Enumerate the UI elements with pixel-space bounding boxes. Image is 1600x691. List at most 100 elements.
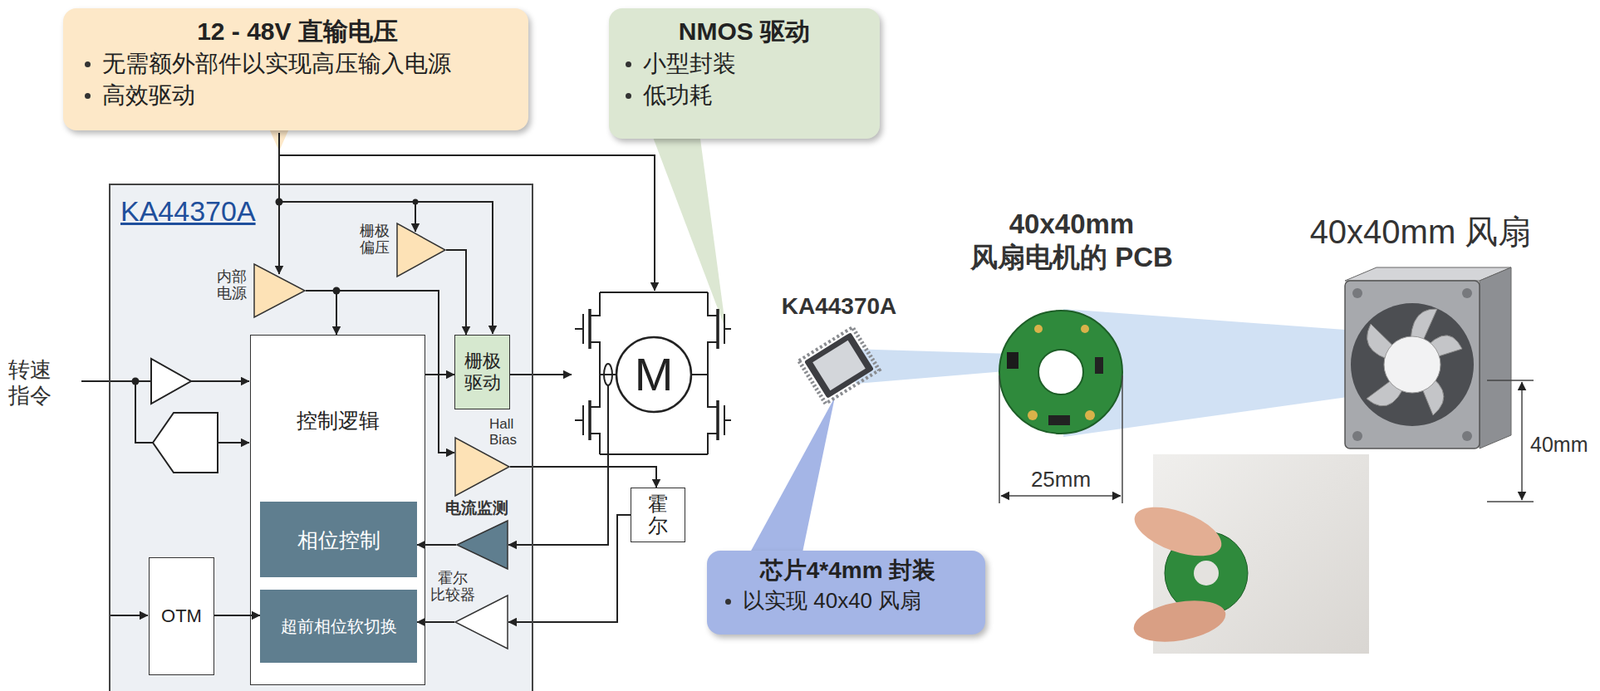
- amplifier-triangle: 栅极 偏压: [396, 222, 447, 278]
- chip-pad: [812, 340, 866, 391]
- box-label: OTM: [161, 605, 202, 628]
- logic-block: 控制逻辑相位控制超前相位软切换: [250, 334, 426, 686]
- callout-pointer: [651, 132, 727, 331]
- wire: [707, 342, 718, 408]
- amplifier-triangle: 电流监测: [456, 520, 509, 570]
- extension-line: [1121, 375, 1124, 504]
- callout-box: 12 - 48V 直输电压无需额外部件以实现高压输入电源高效驱动: [63, 8, 529, 131]
- box-label: 相位控制: [297, 527, 381, 553]
- fan-illustration: [1344, 267, 1512, 449]
- bullet-row: 以实现 40x40 风扇: [725, 587, 971, 616]
- zoom-beam: [849, 348, 1016, 384]
- label-slot: 内部 电源: [208, 268, 247, 302]
- wire: [589, 433, 600, 455]
- connector-arrow: [508, 463, 609, 545]
- bullet-row: 高效驱动: [84, 80, 511, 111]
- bullet-dot: [84, 61, 91, 68]
- input-wire: [81, 380, 152, 383]
- label-slot: 转速 指令: [8, 357, 59, 409]
- box-label: 栅极 驱动: [455, 350, 510, 395]
- callout-box: 芯片4*4mm 封装以实现 40x40 风扇: [706, 550, 986, 635]
- part-name: KA44370A: [772, 292, 906, 321]
- wire: [707, 433, 718, 455]
- sensor-box: 霍尔: [630, 487, 686, 543]
- wire: [724, 419, 732, 422]
- wire: [574, 419, 584, 422]
- pcb-part: [1048, 415, 1070, 426]
- motor-bridge: M: [571, 282, 733, 464]
- junction-dot: [275, 198, 284, 207]
- pcb-pad: [1080, 324, 1090, 334]
- fan-side: [1479, 267, 1512, 449]
- wire: [607, 385, 609, 464]
- label-slot: 25mm: [1019, 466, 1103, 493]
- bullet-row: 无需额外部件以实现高压输入电源: [84, 49, 511, 79]
- wire: [707, 292, 718, 316]
- bullet-dot: [625, 93, 632, 99]
- chip-pins: [799, 327, 880, 404]
- signal-wire: [191, 380, 250, 383]
- chip-block-fill: [108, 183, 534, 691]
- label-slot: Hall Bias: [489, 416, 528, 448]
- dimension-line: [1521, 382, 1523, 501]
- triangle-shape: [455, 595, 508, 649]
- callout-bullet: 无需额外部件以实现高压输入电源: [102, 49, 452, 79]
- signal-wire: [217, 441, 250, 444]
- junction-dot: [132, 377, 140, 386]
- triangle-outline: [396, 222, 447, 278]
- figure-caption: 40x40mm 风扇: [1279, 211, 1562, 252]
- wire: [574, 328, 584, 330]
- junction-dot: [412, 199, 419, 206]
- signal-wire: [110, 614, 148, 617]
- mount-hole: [1352, 288, 1363, 299]
- callout-heading: 12 - 48V 直输电压: [84, 14, 511, 48]
- callout-box: NMOS 驱动小型封装低功耗: [608, 8, 880, 139]
- box-label: 霍尔: [647, 493, 668, 538]
- component-label: 栅极 偏压: [351, 222, 390, 256]
- extension-line: [998, 375, 1001, 504]
- finger: [1130, 594, 1229, 649]
- chip-body: [804, 332, 874, 399]
- extension-line: [1487, 379, 1534, 382]
- wire: [724, 328, 732, 330]
- buffer-symbol: [151, 358, 192, 404]
- motor-label: M: [634, 351, 674, 398]
- extension-line: [1487, 500, 1534, 503]
- pcb-pad: [1034, 324, 1043, 334]
- connector-arrow: [417, 544, 457, 546]
- pcb-part: [1094, 357, 1104, 374]
- supply-wire: [279, 201, 493, 334]
- amplifier-triangle: Hall Bias: [454, 436, 511, 497]
- box-label: 超前相位软切换: [280, 616, 398, 637]
- callout-heading: 芯片4*4mm 封装: [725, 555, 971, 586]
- photo-illustration: [1128, 454, 1370, 654]
- wire: [691, 373, 708, 376]
- comparator-triangle: 霍尔 比较器: [454, 594, 509, 650]
- fan-frame: [1344, 280, 1480, 449]
- connector-arrow: [417, 621, 455, 624]
- process-box: 相位控制: [260, 501, 418, 578]
- callout-pointer: [750, 397, 835, 553]
- pcb-chip: [1006, 352, 1019, 369]
- connector-arrow: [214, 614, 261, 617]
- thumb: [1128, 497, 1228, 567]
- supply-wires: [81, 132, 655, 616]
- dimension-label: 40mm: [1530, 431, 1597, 457]
- transistor-channel: [716, 400, 720, 441]
- component-label: Hall Bias: [489, 416, 528, 448]
- process-box: OTM: [148, 557, 215, 676]
- label-slot: 霍尔 比较器: [429, 569, 477, 604]
- pcb-hole: [1193, 560, 1219, 586]
- callout-bullet: 以实现 40x40 风扇: [742, 587, 922, 616]
- mount-hole: [1462, 431, 1473, 442]
- dimension-25: [999, 375, 1123, 504]
- triangle-shape: [254, 264, 305, 318]
- label-slot: 栅极 偏压: [351, 222, 390, 256]
- connector-arrow: [425, 373, 455, 376]
- transistor-channel: [716, 309, 720, 349]
- connector-arrow: [305, 290, 337, 335]
- pcb-ring: [999, 310, 1123, 434]
- fan-hub: [1384, 336, 1441, 393]
- label-slot: 电流监测: [431, 499, 509, 517]
